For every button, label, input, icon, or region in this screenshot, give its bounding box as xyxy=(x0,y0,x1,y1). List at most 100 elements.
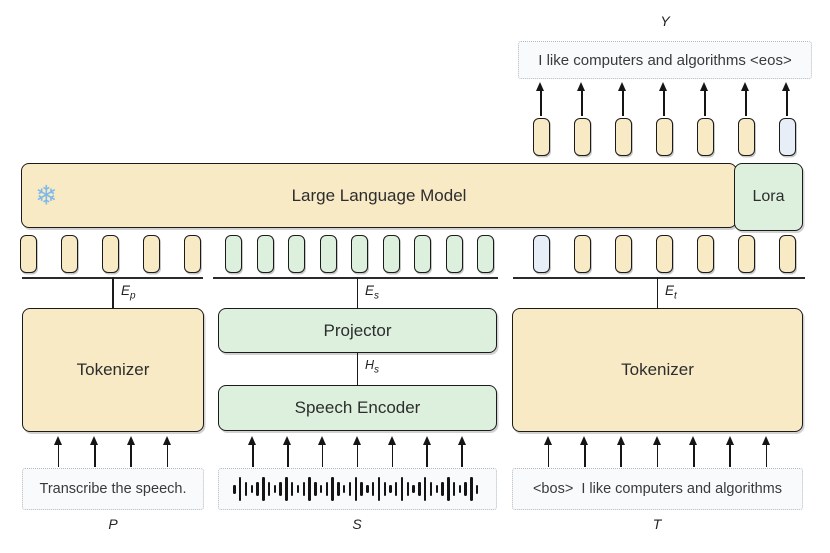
projector-box: Projector xyxy=(218,308,497,353)
wave-bar xyxy=(412,485,415,493)
hidden-state-subscript: s xyxy=(374,364,380,376)
snowflake-icon: ❄ xyxy=(35,180,58,210)
lora-label: Lora xyxy=(752,188,785,205)
speech-embedding-token xyxy=(225,235,242,273)
speech-embedding-token xyxy=(319,235,337,273)
speech-input-arrow-line xyxy=(461,443,463,467)
speech-input-arrow-head xyxy=(248,436,257,445)
output-token xyxy=(614,118,632,156)
output-token xyxy=(655,118,673,156)
speech-input-arrow-head xyxy=(283,436,292,445)
speech-embedding-token xyxy=(351,235,368,273)
lora-box: Lora xyxy=(734,163,803,231)
text-input-arrow-head xyxy=(725,436,734,445)
wave-bar xyxy=(366,485,369,493)
output-arrow-line xyxy=(581,89,583,116)
speech-embedding-token xyxy=(414,235,431,273)
output-arrow-head xyxy=(618,82,627,91)
speech-embedding-label: Es xyxy=(365,283,379,302)
hidden-state-symbol: H xyxy=(365,358,375,372)
text-embedding-symbol: E xyxy=(665,283,675,298)
text-input-arrow-head xyxy=(543,436,552,445)
wave-bar xyxy=(291,482,294,496)
wave-bar xyxy=(452,482,456,496)
output-token xyxy=(696,118,714,156)
embedding-tick-prompt xyxy=(112,277,114,308)
wave-bar xyxy=(308,477,311,501)
text-embedding-label: Et xyxy=(665,283,677,302)
speech-input-arrow-head xyxy=(457,436,466,445)
wave-bar xyxy=(429,482,433,496)
wave-bar xyxy=(458,485,462,493)
output-text: I like computers and algorithms <eos> xyxy=(538,51,792,69)
prompt-embedding-symbol: E xyxy=(121,283,131,298)
embedding-line-text xyxy=(513,277,805,279)
wave-bar xyxy=(406,482,410,496)
prompt-input-arrow-line xyxy=(57,443,60,467)
text-tokenizer-label: Tokenizer xyxy=(621,360,694,379)
speech-embedding-token xyxy=(256,235,274,273)
output-arrow-head xyxy=(659,82,668,91)
wave-bar xyxy=(395,482,398,496)
text-input-text: <bos> I like computers and algorithms xyxy=(532,481,783,497)
text-input-box: <bos> I like computers and algorithms xyxy=(512,468,803,510)
text-input-arrow-line xyxy=(620,443,622,467)
prompt-input-text: Transcribe the speech. xyxy=(39,481,187,497)
speech-input-arrow-head xyxy=(318,436,327,445)
text-input-arrow-line xyxy=(656,443,659,467)
wave-bar xyxy=(418,482,421,496)
prompt-input-arrow-head xyxy=(53,436,62,445)
wave-bar xyxy=(325,482,329,496)
output-arrow-head xyxy=(536,82,545,91)
wave-bar xyxy=(296,485,300,493)
output-arrow-line xyxy=(704,89,706,116)
text-embedding-token xyxy=(696,235,714,273)
speech-embedding-token xyxy=(445,235,463,273)
prompt-embedding-token xyxy=(102,235,119,273)
output-arrow-line xyxy=(786,89,788,116)
wave-bar xyxy=(348,482,352,496)
text-input-arrow-line xyxy=(693,443,695,467)
embedding-tick-text xyxy=(656,277,659,308)
wave-bar xyxy=(470,477,473,501)
wave-bar xyxy=(389,485,392,493)
prompt-input-arrow-head xyxy=(90,436,99,445)
speech-input-arrow-line xyxy=(391,443,394,467)
wave-bar xyxy=(285,477,288,501)
prompt-tokenizer-box: Tokenizer xyxy=(22,308,204,432)
wave-bar xyxy=(447,477,450,501)
text-embedding-token xyxy=(655,235,673,273)
speech-encoder-label: Speech Encoder xyxy=(294,398,421,417)
speech-input-arrow-head xyxy=(387,436,396,445)
speech-input-arrow-line xyxy=(321,443,324,467)
text-embedding-token xyxy=(737,235,755,273)
wave-bar xyxy=(476,484,479,494)
speech-embedding-token xyxy=(288,235,305,273)
speech-embedding-token xyxy=(382,235,400,273)
prompt-embedding-label: Ep xyxy=(121,283,136,302)
output-arrow-line xyxy=(745,89,747,116)
speech-input-arrow-line xyxy=(356,443,359,467)
wave-bar xyxy=(464,482,467,496)
text-input-arrow-head xyxy=(616,436,625,445)
wave-bar xyxy=(273,485,277,493)
text-input-arrow-head xyxy=(762,436,771,445)
text-tokenizer-box: Tokenizer xyxy=(512,308,803,432)
output-arrow-head xyxy=(700,82,709,91)
prompt-input-arrow-head xyxy=(126,436,135,445)
prompt-embedding-token xyxy=(61,235,78,273)
hidden-state-label: Hs xyxy=(365,358,379,376)
wave-bar xyxy=(279,482,282,496)
wave-bar xyxy=(423,477,427,501)
text-embedding-token xyxy=(614,235,632,273)
wave-bar xyxy=(383,482,386,496)
output-token xyxy=(778,118,796,156)
wave-bar xyxy=(233,484,236,494)
speech-embedding-symbol: E xyxy=(365,283,375,298)
speech-embedding-subscript: s xyxy=(374,290,380,302)
prompt-sequence-label: P xyxy=(108,516,118,532)
prompt-embedding-token xyxy=(20,235,37,273)
output-arrow-line xyxy=(622,89,624,116)
wave-bar xyxy=(302,482,305,496)
